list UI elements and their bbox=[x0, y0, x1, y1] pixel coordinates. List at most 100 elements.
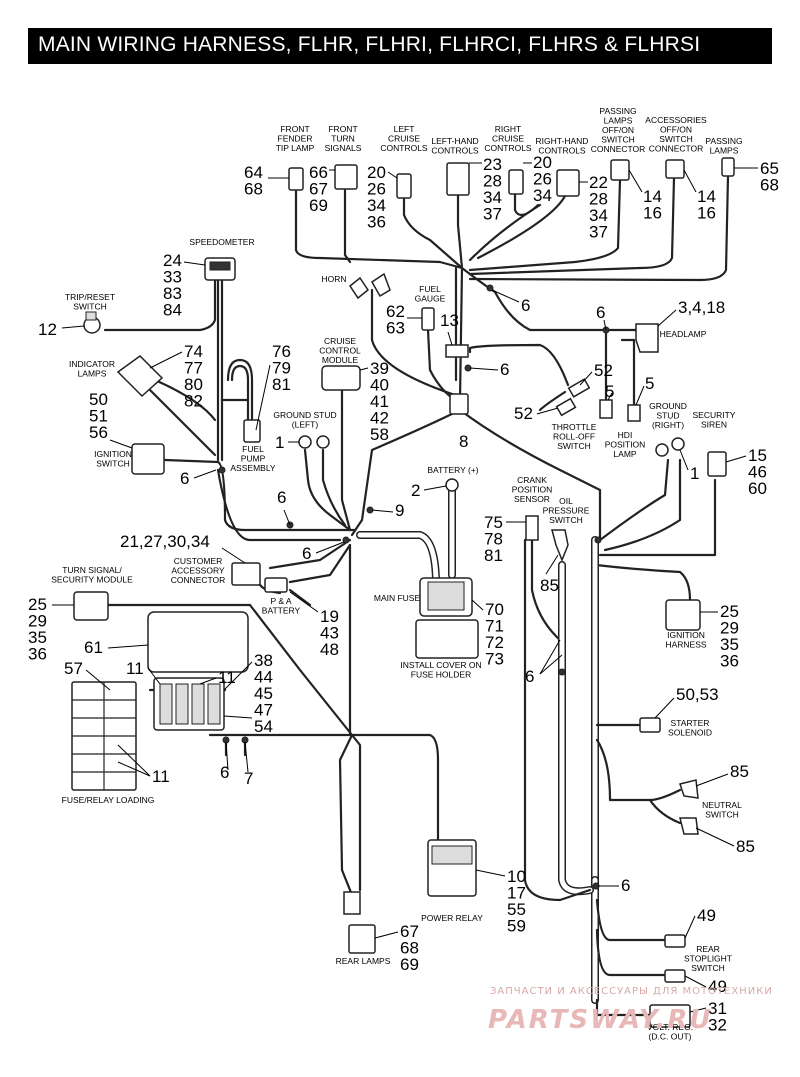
text-line: 77 bbox=[184, 359, 203, 378]
text-line: 6 bbox=[596, 303, 605, 322]
text-line: 17 bbox=[507, 884, 526, 903]
leader-lines bbox=[52, 162, 758, 1013]
text-line: 16 bbox=[643, 204, 662, 223]
text-line: 2 bbox=[411, 481, 420, 500]
text-line: 25 bbox=[720, 602, 739, 621]
text-line: 43 bbox=[320, 624, 339, 643]
callout-c-2: 2 bbox=[411, 481, 420, 500]
throttle-roll-off-a bbox=[567, 378, 591, 398]
text-line: 34 bbox=[589, 206, 608, 225]
text-line: ACCESSORY bbox=[171, 566, 225, 576]
label-volt-reg: VOLT. REG.(D.C. OUT) bbox=[647, 1022, 693, 1042]
text-line: 62 bbox=[386, 302, 405, 321]
text-line: 6 bbox=[180, 469, 189, 488]
text-line: 75 bbox=[484, 513, 503, 532]
text-line: LAMPS bbox=[604, 116, 633, 126]
text-line: 32 bbox=[708, 1016, 727, 1035]
text-line: OFF/ON bbox=[602, 125, 634, 135]
callout-c-85-n-a: 85 bbox=[730, 762, 749, 781]
text-line: 68 bbox=[400, 939, 419, 958]
label-horn: HORN bbox=[321, 274, 346, 284]
text-line: SWITCH bbox=[705, 810, 739, 820]
text-line: GAUGE bbox=[415, 294, 446, 304]
text-line: 65 bbox=[760, 159, 779, 178]
text-line: 6 bbox=[621, 876, 630, 895]
text-line: 11 bbox=[218, 668, 236, 687]
callout-c-52-b: 52 bbox=[514, 404, 533, 423]
fuse-holder-cover bbox=[415, 619, 479, 659]
text-line: 46 bbox=[748, 463, 767, 482]
text-line: 59 bbox=[507, 917, 526, 936]
label-rear-lamps: REAR LAMPS bbox=[336, 956, 391, 966]
callout-c-7: 7 bbox=[244, 769, 253, 788]
text-line: PRESSURE bbox=[543, 506, 590, 516]
customer-accessory-connector-body bbox=[231, 562, 261, 586]
text-line: HEADLAMP bbox=[660, 329, 707, 339]
horn-left bbox=[348, 276, 370, 300]
label-battery-plus: BATTERY (+) bbox=[427, 465, 478, 475]
text-line: 55 bbox=[507, 900, 526, 919]
text-line: 36 bbox=[367, 213, 386, 232]
ground-stud-left-b bbox=[316, 435, 330, 449]
passing-lamps-switch-connector bbox=[610, 159, 630, 181]
text-line: 22 bbox=[589, 173, 608, 192]
text-line: 68 bbox=[244, 180, 263, 199]
text-line: SWITCH bbox=[73, 302, 107, 312]
callout-c-21-27-30-34: 21,27,30,34 bbox=[120, 532, 210, 551]
text-line: SWITCH bbox=[691, 963, 725, 973]
text-line: 6 bbox=[500, 360, 509, 379]
text-line: CUSTOMER bbox=[174, 556, 223, 566]
text-line: 24 bbox=[163, 251, 182, 270]
label-main-fuse: MAIN FUSE bbox=[374, 593, 421, 603]
text-line: CONTROL bbox=[319, 346, 361, 356]
callout-c-6-oil: 6 bbox=[525, 667, 534, 686]
text-line: 44 bbox=[254, 668, 273, 687]
text-line: 12 bbox=[38, 320, 57, 339]
text-line: CRANK bbox=[517, 475, 547, 485]
callout-c-85-n-b: 85 bbox=[736, 837, 755, 856]
text-line: THROTTLE bbox=[552, 422, 597, 432]
front-fender-tip-lamp-connector bbox=[288, 167, 304, 191]
text-line: 49 bbox=[708, 977, 727, 996]
text-line: CRUISE bbox=[388, 134, 420, 144]
callout-c-11-b: 11 bbox=[218, 668, 236, 687]
text-line: CONTROLS bbox=[484, 143, 532, 153]
text-line: 1 bbox=[275, 433, 284, 452]
rear-lamps-connector bbox=[348, 924, 376, 954]
text-line: 69 bbox=[400, 955, 419, 974]
text-line: 10 bbox=[507, 867, 526, 886]
text-line: 13 bbox=[440, 311, 459, 330]
pa-battery-connector bbox=[264, 577, 288, 593]
text-line: CRUISE bbox=[492, 134, 524, 144]
text-line: 31 bbox=[708, 999, 727, 1018]
ignition-switch-connector bbox=[131, 443, 165, 475]
text-line: CONTROLS bbox=[431, 146, 479, 156]
text-line: STOPLIGHT bbox=[684, 954, 732, 964]
fuel-gauge-connector bbox=[421, 307, 435, 331]
components bbox=[71, 157, 735, 1028]
text-line: 20 bbox=[367, 163, 386, 182]
text-line: IGNITION bbox=[667, 630, 705, 640]
text-line: 51 bbox=[89, 407, 108, 426]
text-line: 48 bbox=[320, 640, 339, 659]
text-line: (D.C. OUT) bbox=[649, 1032, 692, 1042]
text-line: 83 bbox=[163, 284, 182, 303]
title-bar: MAIN WIRING HARNESS, FLHR, FLHRI, FLHRCI… bbox=[28, 28, 772, 64]
